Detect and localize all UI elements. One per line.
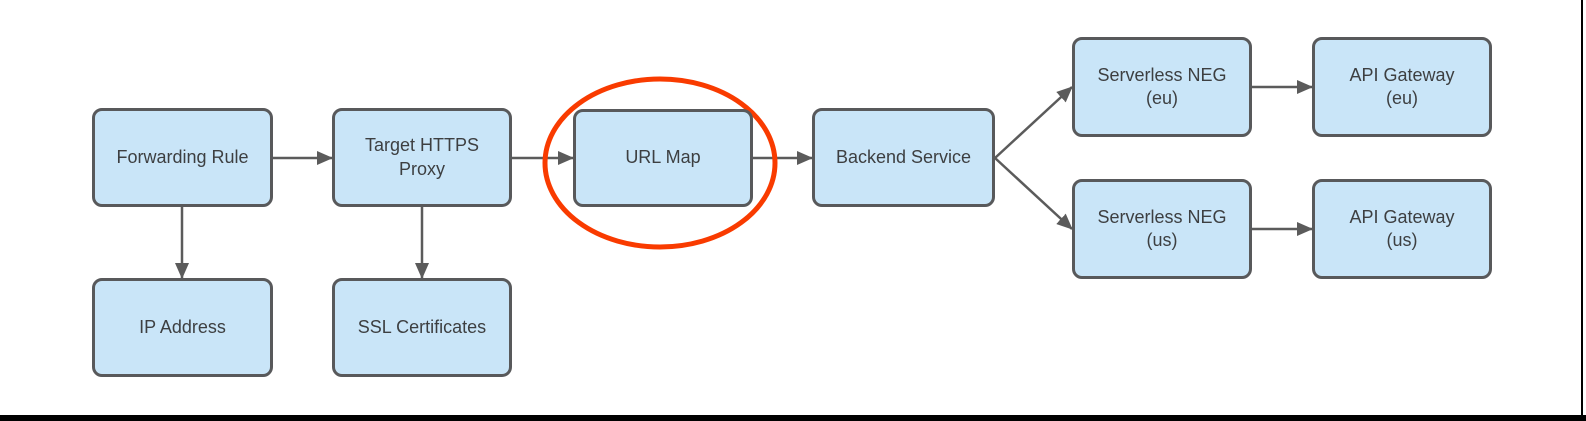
node-serverless-neg-us: Serverless NEG (us)	[1072, 179, 1252, 279]
node-target-https-proxy-label: Target HTTPS Proxy	[364, 135, 480, 179]
node-url-map: URL Map	[573, 109, 753, 207]
node-api-gateway-eu: API Gateway (eu)	[1312, 37, 1492, 137]
node-api-gateway-eu-label: API Gateway (eu)	[1349, 64, 1455, 108]
edge-backendservice-serverlessnegus	[994, 157, 1073, 230]
node-backend-service-label: Backend Service	[835, 146, 972, 167]
node-api-gateway-us: API Gateway (us)	[1312, 179, 1492, 279]
node-serverless-neg-eu-label: Serverless NEG (eu)	[1097, 64, 1227, 108]
window-bottom-border	[0, 415, 1586, 421]
node-target-https-proxy: Target HTTPS Proxy	[332, 108, 512, 207]
node-forwarding-rule-label: Forwarding Rule	[116, 146, 249, 167]
node-backend-service: Backend Service	[812, 108, 995, 207]
node-forwarding-rule: Forwarding Rule	[92, 108, 273, 207]
node-url-map-label: URL Map	[625, 147, 701, 168]
window-right-border	[1581, 0, 1583, 421]
node-ssl-certificates: SSL Certificates	[332, 278, 512, 377]
node-api-gateway-us-label: API Gateway (us)	[1349, 206, 1455, 250]
node-ip-address: IP Address	[92, 278, 273, 377]
edge-backendservice-serverlessnegeu	[994, 86, 1073, 159]
node-ip-address-label: IP Address	[139, 316, 226, 337]
node-serverless-neg-us-label: Serverless NEG (us)	[1097, 206, 1227, 250]
node-ssl-certificates-label: SSL Certificates	[357, 316, 487, 337]
node-serverless-neg-eu: Serverless NEG (eu)	[1072, 37, 1252, 137]
